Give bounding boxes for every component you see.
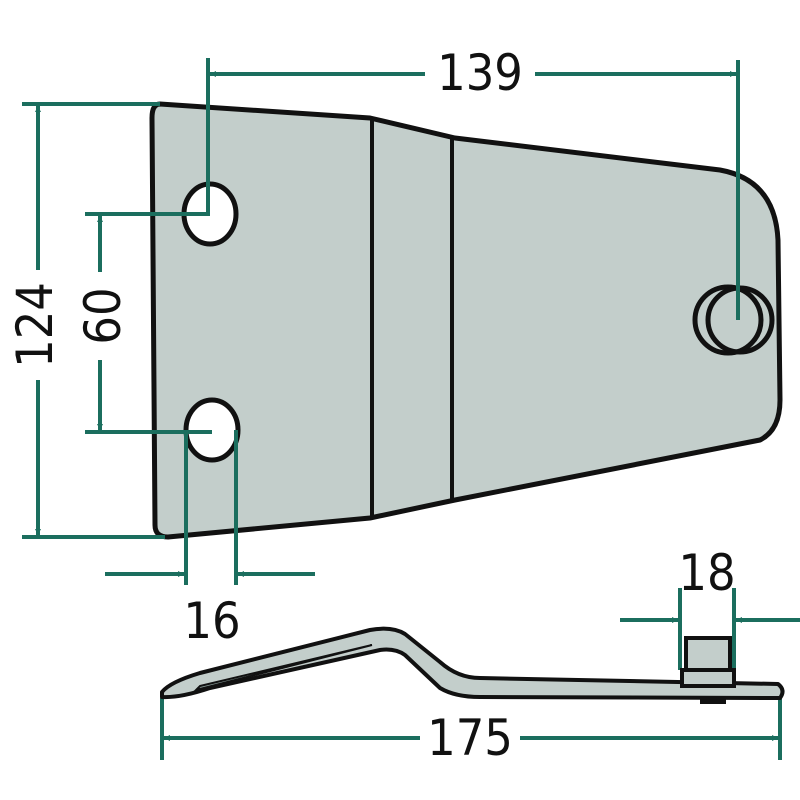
bolt-shank bbox=[684, 636, 732, 673]
dimension-lines bbox=[22, 58, 800, 760]
dim-18-label: 18 bbox=[678, 544, 735, 602]
dim-60-label: 60 bbox=[74, 287, 132, 344]
blade-side-view bbox=[160, 626, 785, 704]
bolt-flange bbox=[680, 668, 736, 688]
dim-175-label: 175 bbox=[427, 709, 513, 767]
dim-139-label: 139 bbox=[437, 44, 523, 102]
bolt-nut bbox=[700, 698, 726, 704]
dim-124-label: 124 bbox=[6, 282, 64, 368]
dim-16-label: 16 bbox=[183, 592, 240, 650]
bolt-head-outer bbox=[692, 284, 764, 356]
blade-top-view bbox=[149, 101, 783, 540]
